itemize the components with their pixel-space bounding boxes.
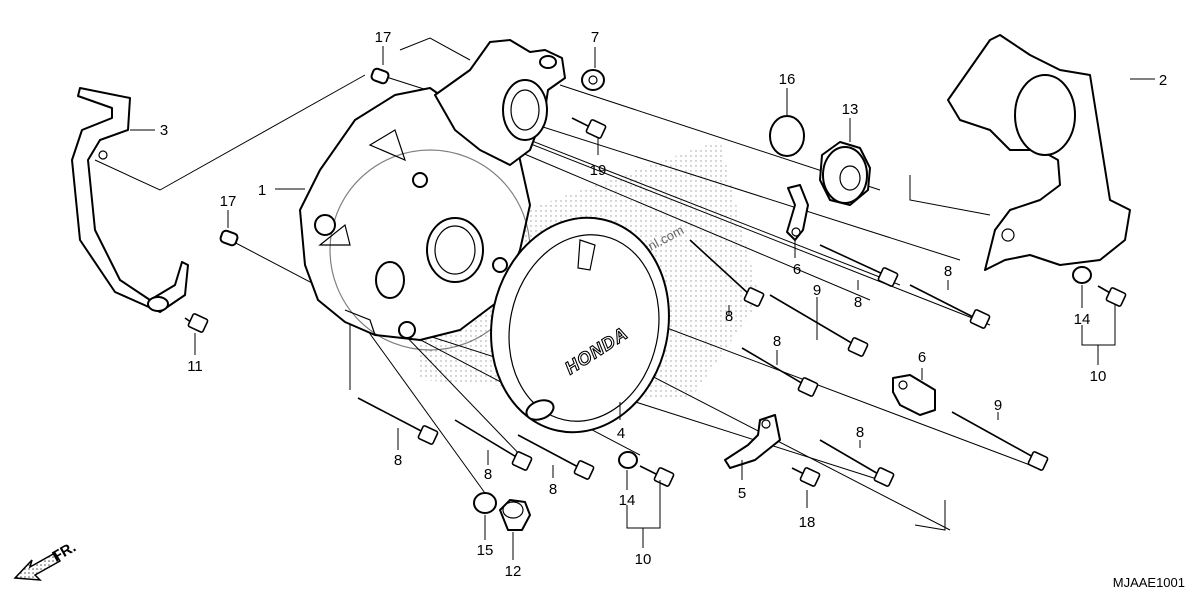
bolt-19 [571, 117, 607, 139]
callout-8g: 8 [484, 466, 492, 483]
outer-cover: HONDA [490, 216, 670, 434]
callout-8b: 8 [944, 263, 952, 280]
callout-8h: 8 [549, 481, 557, 498]
fastener-set-lower [618, 451, 675, 487]
wire-stay [71, 87, 189, 313]
plug-cap-13 [819, 141, 871, 206]
callout-18: 18 [799, 514, 816, 531]
side-shroud [947, 34, 1131, 271]
bolts [357, 239, 1049, 487]
drain-plug-set [473, 492, 531, 531]
callout-7: 7 [591, 29, 599, 46]
fastener-set-right [1072, 266, 1127, 307]
o-ring-16 [769, 115, 805, 157]
callout-8c: 8 [725, 308, 733, 325]
front-arrow-icon [13, 551, 62, 581]
bracket-6-lower [892, 374, 936, 416]
callout-10b: 10 [1090, 368, 1107, 385]
washer-7 [581, 69, 605, 91]
callout-2: 2 [1159, 72, 1167, 89]
bracket-5 [724, 414, 781, 469]
callout-13: 13 [842, 101, 859, 118]
generator-housing [434, 39, 566, 166]
callout-8d: 8 [773, 333, 781, 350]
callout-16: 16 [779, 71, 796, 88]
callout-12: 12 [505, 563, 522, 580]
callout-1: 1 [258, 182, 266, 199]
bolt-11 [184, 313, 209, 333]
callouts: 1 2 3 4 5 6 6 7 8 8 8 8 8 8 8 8 8 9 9 10… [160, 29, 1167, 580]
callout-17b: 17 [220, 193, 237, 210]
dowel-pins [219, 67, 390, 247]
callout-8e: 8 [856, 424, 864, 441]
callout-8a: 8 [854, 294, 862, 311]
front-direction-indicator: FR. [13, 539, 79, 581]
callout-15: 15 [477, 542, 494, 559]
callout-3: 3 [160, 122, 168, 139]
leader-lines [130, 46, 1155, 560]
callout-9b: 9 [994, 397, 1002, 414]
callout-8f: 8 [394, 452, 402, 469]
callout-17a: 17 [375, 29, 392, 46]
callout-10a: 10 [635, 551, 652, 568]
callout-6a: 6 [793, 261, 801, 278]
callout-11: 11 [187, 358, 203, 375]
callout-4: 4 [617, 425, 625, 442]
callout-6b: 6 [918, 349, 926, 366]
bracket-6-upper [786, 184, 809, 241]
callout-19: 19 [590, 162, 607, 179]
drawing-code: MJAAE1001 [1113, 575, 1185, 590]
callout-14a: 14 [619, 492, 636, 509]
callout-9a: 9 [813, 282, 821, 299]
callout-14b: 14 [1074, 311, 1091, 328]
callout-5: 5 [738, 485, 746, 502]
